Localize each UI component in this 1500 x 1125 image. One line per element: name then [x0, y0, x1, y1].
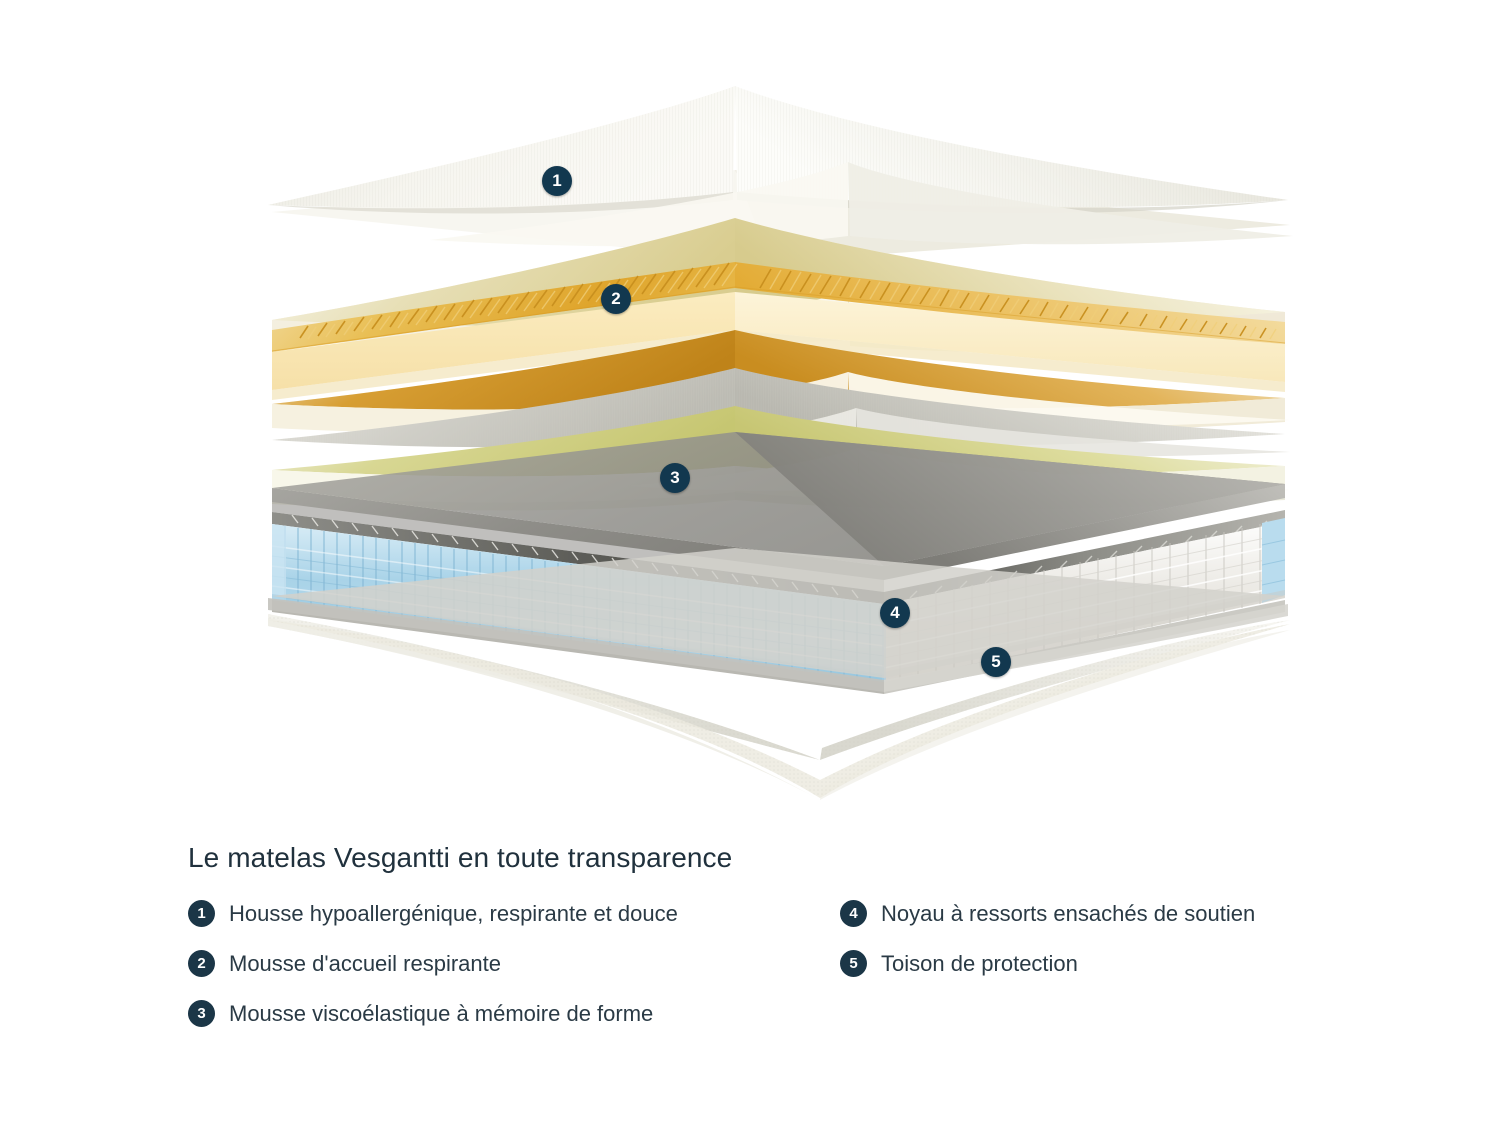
layer-toison-de-protection	[268, 614, 1290, 800]
legend-badge-1: 1	[188, 900, 215, 927]
legend-label-3: Mousse viscoélastique à mémoire de forme	[229, 1001, 654, 1026]
legend-badge-3: 3	[188, 1000, 215, 1027]
legend-badge-5: 5	[840, 950, 867, 977]
legend-item-4: 4 Noyau à ressorts ensachés de soutien	[840, 900, 1255, 927]
legend-column-left: 1 Housse hypoallergénique, respirante et…	[188, 900, 678, 1050]
legend: 1 Housse hypoallergénique, respirante et…	[188, 900, 1428, 1050]
legend-column-right: 4 Noyau à ressorts ensachés de soutien 5…	[840, 900, 1255, 1000]
diagram-marker-1[interactable]: 1	[542, 166, 572, 196]
exploded-mattress-diagram	[268, 86, 1293, 800]
caption-block: Le matelas Vesgantti en toute transparen…	[188, 842, 1428, 1050]
legend-label-1: Housse hypoallergénique, respirante et d…	[229, 901, 678, 926]
mattress-layers-svg	[268, 86, 1293, 800]
diagram-marker-4[interactable]: 4	[880, 598, 910, 628]
legend-item-5: 5 Toison de protection	[840, 950, 1255, 977]
legend-item-1: 1 Housse hypoallergénique, respirante et…	[188, 900, 678, 927]
legend-item-3: 3 Mousse viscoélastique à mémoire de for…	[188, 1000, 678, 1027]
diagram-marker-2[interactable]: 2	[601, 284, 631, 314]
page-title: Le matelas Vesgantti en toute transparen…	[188, 842, 733, 873]
legend-label-4: Noyau à ressorts ensachés de soutien	[881, 901, 1256, 926]
legend-label-2: Mousse d'accueil respirante	[229, 951, 502, 976]
legend-item-2: 2 Mousse d'accueil respirante	[188, 950, 678, 977]
legend-label-5: Toison de protection	[881, 951, 1078, 976]
legend-badge-2: 2	[188, 950, 215, 977]
diagram-marker-3[interactable]: 3	[660, 463, 690, 493]
legend-badge-4: 4	[840, 900, 867, 927]
diagram-marker-5[interactable]: 5	[981, 647, 1011, 677]
